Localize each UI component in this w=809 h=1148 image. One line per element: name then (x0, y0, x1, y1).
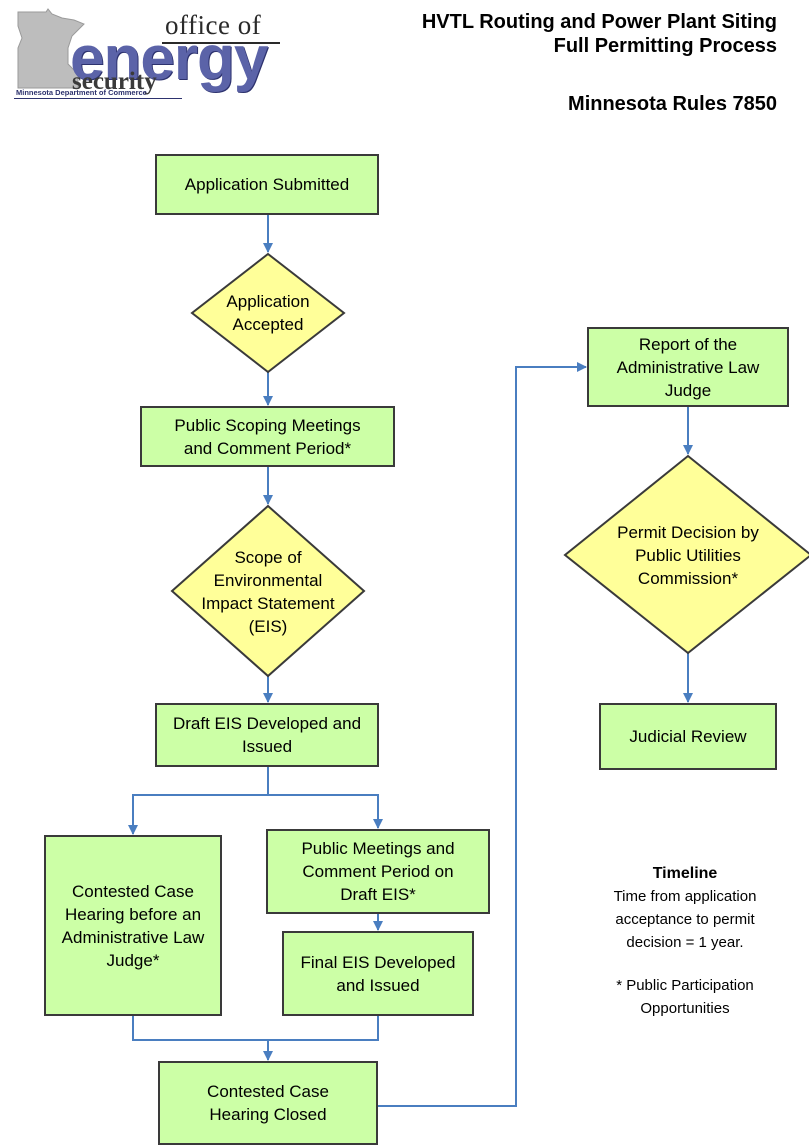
title-line-2: Full Permitting Process (553, 35, 777, 57)
connector-split-left (128, 794, 268, 835)
step-final-eis: Final EIS Developed and Issued (282, 931, 474, 1016)
title-line-1: HVTL Routing and Power Plant Siting (421, 11, 777, 33)
diamond-application-accepted (190, 252, 346, 374)
logo-energy-text: energy (70, 24, 268, 93)
logo-rule (162, 42, 280, 44)
diamond-scope-eis (170, 504, 366, 678)
logo-department-text: Minnesota Department of Commerce (16, 88, 147, 97)
participation-footnote: * Public Participation Opportunities (616, 977, 754, 1017)
step-judicial-review: Judicial Review (599, 703, 777, 770)
timeline-note: Timeline Time from application acceptanc… (570, 862, 800, 1020)
connector-closed-to-alj (378, 362, 587, 1107)
timeline-heading: Timeline (652, 865, 718, 882)
step-hearing-closed: Contested Case Hearing Closed (158, 1061, 378, 1145)
step-draft-eis: Draft EIS Developed and Issued (155, 703, 379, 767)
step-alj-report: Report of the Administrative Law Judge (587, 327, 789, 407)
step-application-submitted: Application Submitted (155, 154, 379, 215)
step-contested-case-hearing: Contested Case Hearing before an Adminis… (44, 835, 222, 1016)
logo-office-text: office of (165, 10, 262, 40)
step-public-scoping-meetings: Public Scoping Meetings and Comment Peri… (140, 406, 395, 467)
connector-split-right (268, 794, 383, 829)
rules-subtitle: Minnesota Rules 7850 (568, 93, 777, 115)
logo-security-text: security (72, 68, 157, 95)
step-puc-decision: Permit Decision by Public Utilities Comm… (617, 522, 759, 588)
page-title: HVTL Routing and Power Plant Siting Full… (422, 10, 777, 58)
step-public-meetings-draft-eis: Public Meetings and Comment Period on Dr… (266, 829, 490, 914)
step-application-accepted: Application Accepted (226, 292, 310, 334)
connector-hearing-to-merge (132, 1016, 379, 1041)
timeline-text: Time from application acceptance to perm… (613, 888, 757, 951)
logo-department-rule (14, 98, 182, 99)
diamond-puc-decision (563, 454, 809, 655)
step-scope-of-eis: Scope of Environmental Impact Statement … (201, 548, 335, 636)
office-of-energy-security-logo: office of energy security Minnesota Depa… (12, 8, 282, 100)
minnesota-map-icon (17, 8, 85, 89)
